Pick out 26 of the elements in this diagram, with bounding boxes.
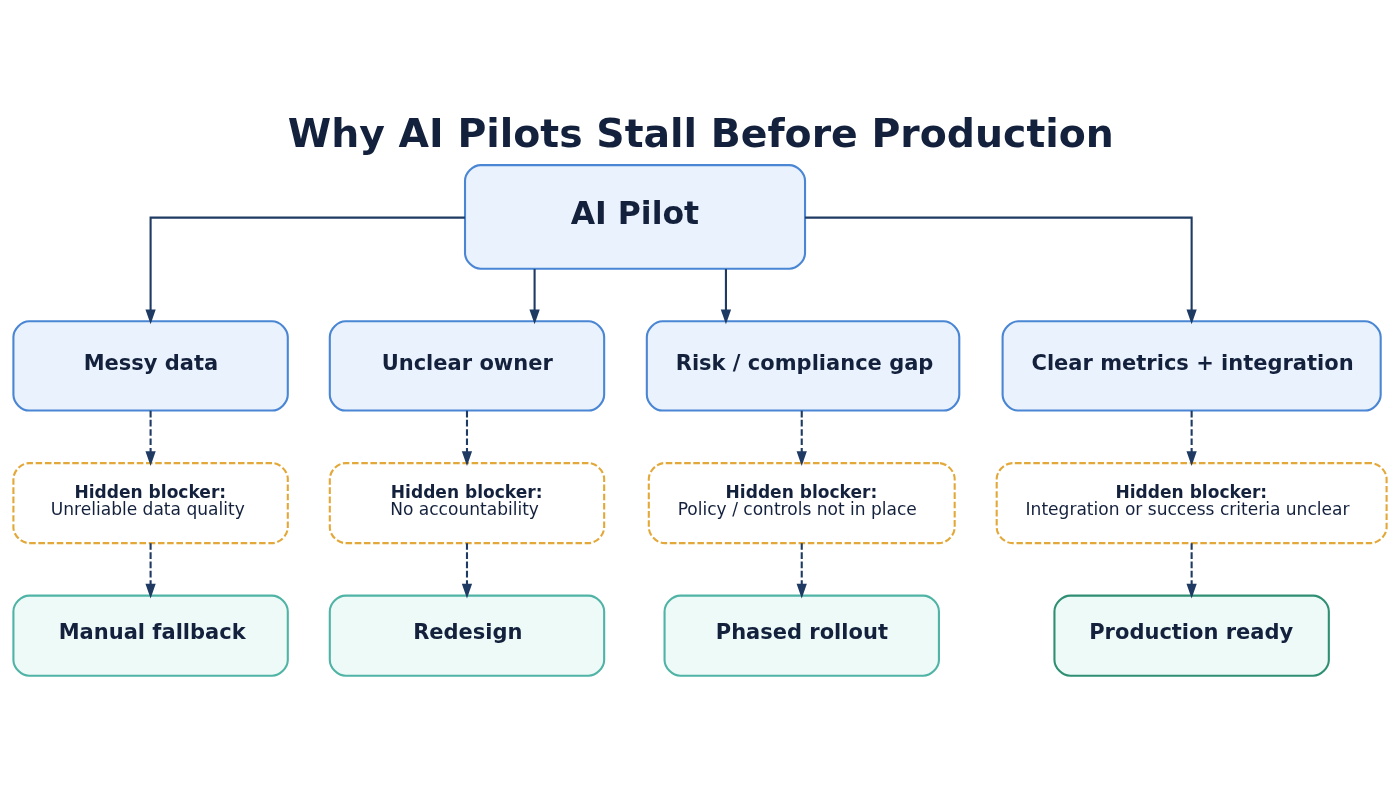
arrow [529,269,540,325]
node-box: Risk / compliance gap [645,320,961,412]
node-box: Manual fallback [12,594,289,677]
node-box: Messy data [12,320,289,412]
diagram-title: Why AI Pilots Stall Before Production [287,109,1114,156]
node-box: Hidden blocker: Policy / controls not in place [647,462,956,545]
node-box: Unclear owner [328,320,606,412]
node-box: Clear metrics + integration [1001,320,1382,412]
arrow [796,410,807,466]
arrow [1186,543,1197,599]
arrow [805,216,1197,325]
node-box: Redesign [328,594,606,677]
arrow [145,410,156,466]
node-box: Hidden blocker: No accountability [328,462,606,545]
node-box: Hidden blocker: Unreliable data quality [12,462,289,545]
arrow [796,543,807,599]
arrow [461,543,473,599]
arrow [145,543,156,599]
node-box: Hidden blocker: Integration or success criteria unclear [995,462,1388,545]
arrow [461,410,473,466]
arrow [145,216,465,325]
arrow [720,269,732,325]
node-box: Phased rollout [663,594,940,677]
arrow [1186,410,1197,466]
node-box: AI Pilot [463,164,807,270]
node-box: Production ready [1053,594,1330,677]
